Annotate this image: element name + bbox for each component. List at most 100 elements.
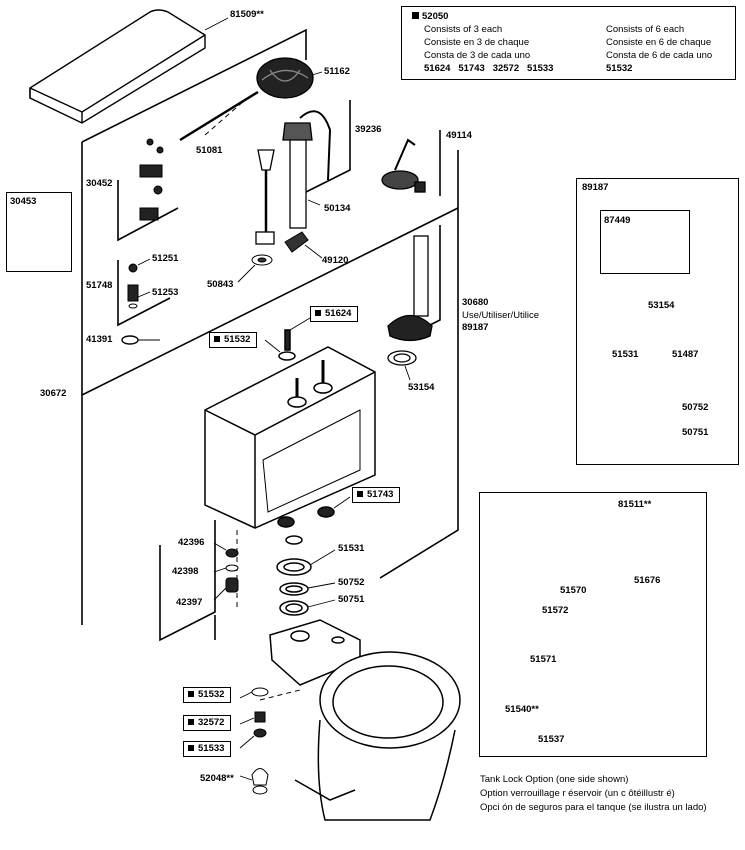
leader-b32572 [239,717,255,725]
kit-left-column: 52050 Consists of 3 each Consiste en 3 d… [412,10,553,75]
kit-right-line: Consta de 6 de cada uno [606,50,713,61]
boxed-label-text: 51533 [198,743,225,754]
floor-hardware [251,687,269,795]
boxed-label-text: 51624 [325,308,352,319]
boxed-label-51743: 51743 [352,487,401,503]
kit-left-line: Consta de 3 de cada uno [424,50,531,61]
label-50843: 50843 [207,279,234,290]
kit-right-part: 51532 [606,63,633,74]
label-52048: 52048** [200,773,234,784]
leader-42398 [213,567,227,573]
leader-53154 [404,365,411,381]
boxed-label-32572: 32572 [183,715,232,731]
note-line-es: Opci ón de seguros para el tanque (se il… [480,802,707,813]
flush-valve-30680 [387,235,433,366]
fill-valve-39236 [255,110,332,245]
leader-b51624 [289,317,311,331]
label-81511: 81511** [618,499,652,510]
bolt-set-42396 [225,548,239,593]
label-50751: 50751 [338,594,365,605]
label-41391: 41391 [86,334,113,345]
inset-box-30453 [6,192,72,272]
label-42397: 42397 [176,597,203,608]
label-30672: 30672 [40,388,67,399]
boxed-label-51624: 51624 [310,306,359,322]
label-51570: 51570 [560,585,587,596]
label-87449: 87449 [604,215,631,226]
label-51487: 51487 [672,349,699,360]
label-use: Use/Utiliser/Utilice [462,310,540,321]
boxed-label-text: 51532 [198,689,225,700]
label-51251: 51251 [152,253,179,264]
label-81509: 81509** [230,9,264,20]
note-line-fr: Option verrouillage r éservoir (un c ôté… [480,788,675,799]
outline-frame-top [81,28,307,143]
bracket-51748 [117,260,171,327]
label-51531: 51531 [338,543,365,554]
label-50751b: 50751 [682,427,709,438]
label-51253: 51253 [152,287,179,298]
label-50134: 50134 [324,203,351,214]
label-51676: 51676 [634,575,661,586]
label-51531b: 51531 [612,349,639,360]
kit-left-line: Consists of 3 each [424,24,503,35]
label-51162: 51162 [324,66,350,77]
label-53154b: 53154 [648,300,675,311]
trip-lever-49120 [251,231,309,266]
dash-51532 [259,689,301,701]
leader-42397 [213,587,227,601]
label-51540: 51540** [505,704,539,715]
label-50752b: 50752 [682,402,709,413]
leader-51251 [137,258,151,266]
leader-b51533 [239,735,255,749]
boxed-label-text: 51532 [224,334,251,345]
leader-51162 [311,71,323,76]
leader-b51532 [264,339,281,353]
boxed-label-51532b: 51532 [183,687,232,703]
inset-box-tank-lock [479,492,707,757]
label-49114: 49114 [446,130,472,141]
kit-left-line: Consiste en 3 de chaque [424,37,530,48]
label-42398: 42398 [172,566,199,577]
kit-right-column: Consists of 6 each Consiste en 6 de chaq… [606,23,712,75]
leader-50134 [307,199,321,206]
leader-50751 [307,599,336,608]
label-39236: 39236 [355,124,382,135]
outline-frame-mid [81,207,459,396]
boxed-label-51533: 51533 [183,741,232,757]
label-30680: 30680 [462,297,489,308]
leader-49120 [304,244,323,259]
kit-52050-box: 52050 Consists of 3 each Consiste en 3 d… [401,6,736,80]
leader-42396 [213,542,227,551]
inset-box-87449 [600,210,690,274]
kit-part: 32572 [492,63,520,74]
handle-parts-30452 [139,138,164,221]
leader-52048 [239,775,253,781]
label-30452: 30452 [86,178,113,189]
label-89187: 89187 [582,182,609,193]
label-51572: 51572 [542,605,569,616]
toilet-bowl [269,619,461,821]
flapper-49114 [381,138,426,193]
label-42396: 42396 [178,537,205,548]
tank-lock-note: Tank Lock Option (one side shown) Option… [480,773,707,815]
float-ball-51162 [179,57,314,142]
leader-50843 [237,264,256,283]
tank-lid-81509 [29,9,206,124]
dash-51081 [204,99,246,136]
outline-frame-right [379,150,459,579]
leader-50752 [307,582,336,589]
kit-number: 52050 [412,10,553,23]
kit-part: 51624 [424,63,451,74]
leader-51253 [137,291,151,298]
kit-part: 51533 [527,63,554,74]
leader-b51532b [239,691,253,699]
kit-left-parts: 51624 51743 32572 51533 [412,62,553,75]
bracket-42396 [159,520,216,642]
gasket-stack [276,558,312,616]
leader-51531 [309,549,336,566]
label-51081: 51081 [196,145,223,156]
label-30453: 30453 [10,196,37,207]
label-51537: 51537 [538,734,565,745]
